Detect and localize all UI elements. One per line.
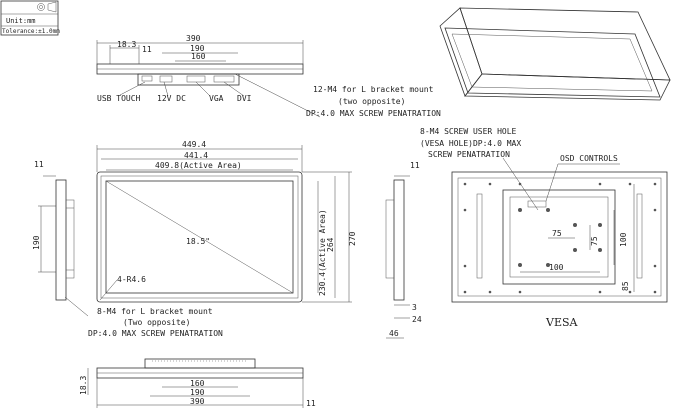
port-usb-touch: USB TOUCH <box>97 94 141 103</box>
front-view: 18.5" 4-R4.6 449.4 441.4 409.8(Active Ar… <box>96 140 357 303</box>
svg-text:(VESA HOLE)DP:4.0 MAX: (VESA HOLE)DP:4.0 MAX <box>420 139 521 148</box>
left-side-view: 11 190 <box>32 160 75 301</box>
osd-buttons <box>527 200 547 208</box>
dim-11-right: 11 <box>410 161 420 170</box>
dim-3: 3 <box>412 303 417 312</box>
dim-46: 46 <box>389 329 399 338</box>
l-bracket-note-bottom: 8-M4 for L bracket mount (Two opposite) … <box>64 296 223 338</box>
right-side-view: 11 3 24 46 <box>385 161 422 339</box>
dim-390-bottom: 390 <box>190 397 205 406</box>
port-12v-dc: 12V DC <box>157 94 186 103</box>
osd-controls-label: OSD CONTROLS <box>560 154 618 163</box>
dim-390: 390 <box>186 34 201 43</box>
dim-18-3: 18.3 <box>117 40 136 49</box>
dim-449-4: 449.4 <box>182 140 206 149</box>
svg-text:(two opposite): (two opposite) <box>338 97 405 106</box>
dim-24: 24 <box>412 315 422 324</box>
svg-text:SCREW PENATRATION: SCREW PENATRATION <box>428 150 510 159</box>
dim-270: 270 <box>348 231 357 246</box>
bottom-view: 18.3 160 190 390 11 <box>79 358 316 408</box>
dim-160: 160 <box>191 52 206 61</box>
radius-label: 4-R4.6 <box>117 275 146 284</box>
diagonal-line <box>105 180 294 294</box>
l-bracket-note-top: 12-M4 for L bracket mount (two opposite)… <box>306 85 441 118</box>
dim-160-bottom: 160 <box>190 379 205 388</box>
dim-75-h: 75 <box>552 229 562 238</box>
vesa-note: 8-M4 SCREW USER HOLE (VESA HOLE)DP:4.0 M… <box>420 127 539 211</box>
dim-230-4: 230.4(Active Area) <box>318 209 327 296</box>
dim-190-bottom: 190 <box>190 388 205 397</box>
dim-190: 190 <box>190 44 205 53</box>
dim-11: 11 <box>142 45 152 54</box>
port-dvi: DVI <box>237 94 252 103</box>
dim-100-v: 100 <box>619 232 628 247</box>
tolerance-label: Tolerance:±1.0mm <box>2 28 60 35</box>
dim-100-h: 100 <box>549 263 564 272</box>
rear-view: 75 75 100 100 85 OSD CONTROLS VESA <box>451 154 668 329</box>
dim-18-3-bottom: 18.3 <box>79 376 88 395</box>
dim-409-8: 409.8(Active Area) <box>155 161 242 170</box>
dim-11-bottom: 11 <box>306 399 316 408</box>
unit-label: Unit:mm <box>6 17 36 25</box>
svg-text:(Two opposite): (Two opposite) <box>123 318 190 327</box>
svg-text:DP:4.0 MAX SCREW PENATRATION: DP:4.0 MAX SCREW PENATRATION <box>306 109 441 118</box>
vesa-label: VESA <box>545 316 579 329</box>
dim-190-left: 190 <box>32 235 41 250</box>
title-block: Unit:mm Tolerance:±1.0mm <box>0 0 60 36</box>
svg-text:8-M4 for L bracket mount: 8-M4 for L bracket mount <box>97 307 213 316</box>
top-view: 18.3 11 390 190 160 USB TOUCH 12V DC VGA… <box>96 34 321 118</box>
dim-11-left: 11 <box>34 160 44 169</box>
port-vga: VGA <box>209 94 224 103</box>
diagonal-label: 18.5" <box>186 237 210 246</box>
dim-85: 85 <box>621 281 630 291</box>
dim-75-v: 75 <box>590 236 599 246</box>
projection-symbol-icon <box>37 1 57 13</box>
svg-text:DP:4.0 MAX SCREW PENATRATION: DP:4.0 MAX SCREW PENATRATION <box>88 329 223 338</box>
svg-text:12-M4 for L bracket mount: 12-M4 for L bracket mount <box>313 85 434 94</box>
isometric-view <box>439 7 671 101</box>
svg-text:8-M4 SCREW USER HOLE: 8-M4 SCREW USER HOLE <box>420 127 517 136</box>
dim-264: 264 <box>326 237 335 252</box>
dim-441-4: 441.4 <box>184 151 208 160</box>
